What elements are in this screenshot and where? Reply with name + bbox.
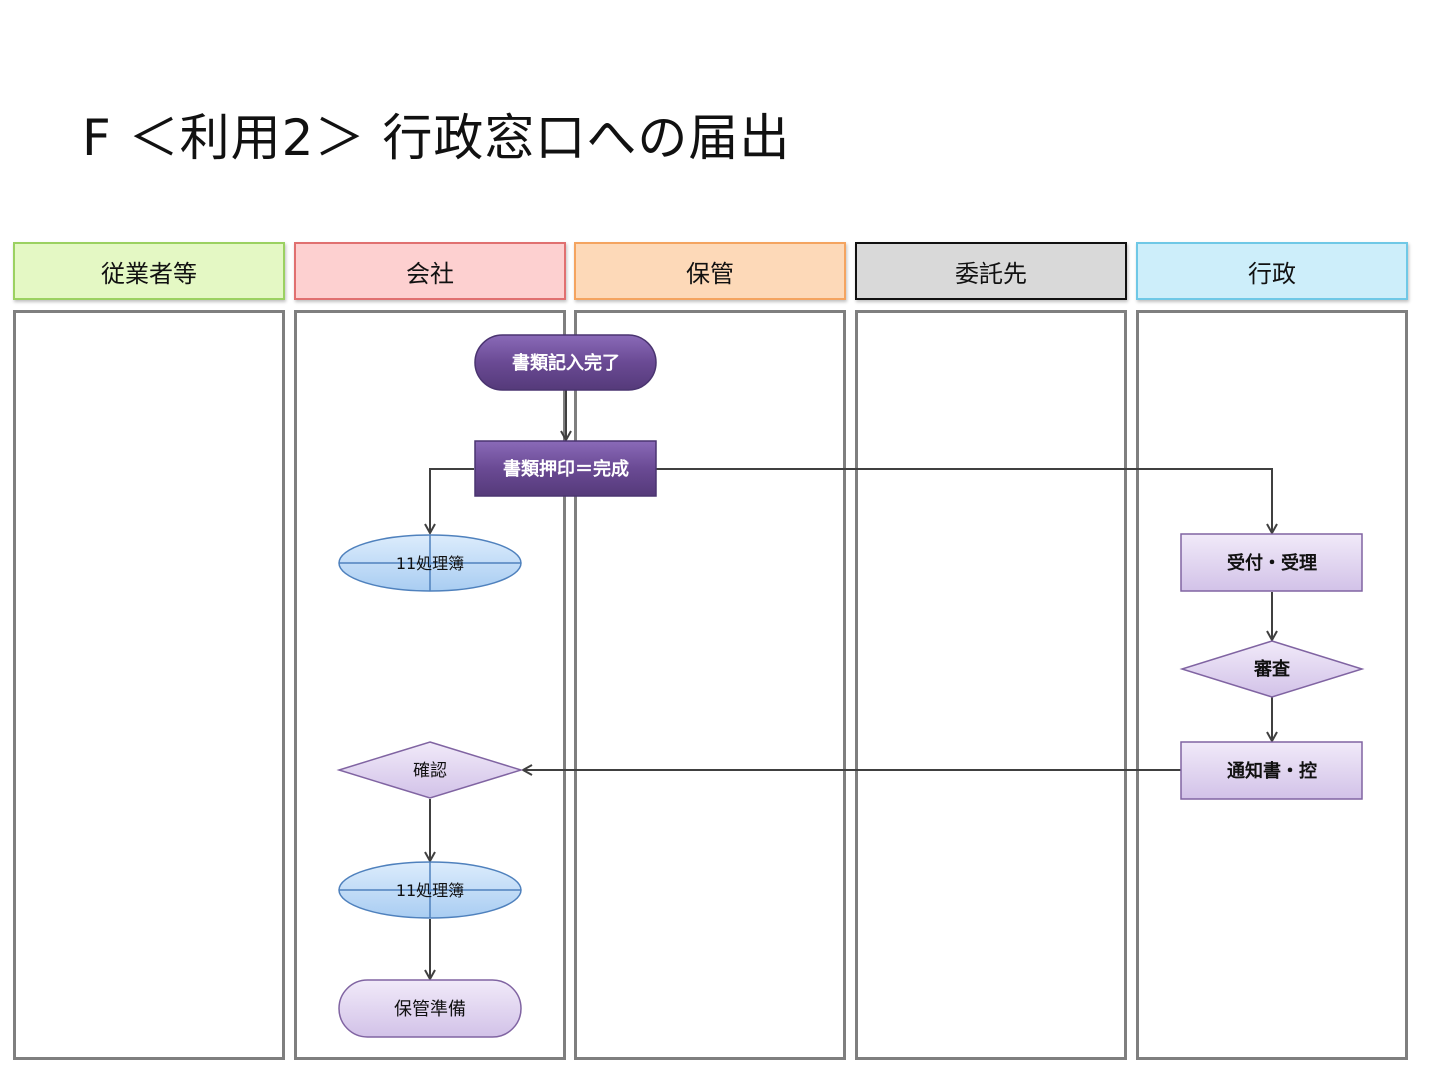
arrow-stamp-to-ledger1 — [430, 468, 474, 533]
node-start-label: 書類記入完了 — [512, 352, 620, 374]
lane-body-storage — [574, 310, 846, 1060]
lane-body-contractor — [855, 310, 1127, 1060]
lane-header-company: 会社 — [294, 242, 566, 300]
node-prepare-label: 保管準備 — [394, 999, 466, 1020]
lane-header-storage: 保管 — [574, 242, 846, 300]
node-ledger1-label: 11処理簿 — [396, 554, 464, 573]
node-prepare: 保管準備 — [338, 979, 522, 1038]
node-notice-label: 通知書・控 — [1227, 760, 1317, 782]
lane-header-contractor: 委託先 — [855, 242, 1127, 300]
node-confirm-label: 確認 — [413, 761, 447, 781]
arrow-stamp-to-receive — [656, 468, 1272, 533]
page-title: F ＜利用2＞ 行政窓口への届出 — [82, 109, 791, 167]
node-confirm: 確認 — [336, 741, 524, 799]
node-ledger2-label: 11処理簿 — [396, 881, 464, 900]
lane-header-employees: 従業者等 — [13, 242, 285, 300]
node-stamp-label: 書類押印＝完成 — [503, 458, 629, 480]
node-start: 書類記入完了 — [474, 334, 657, 391]
node-review-label: 審査 — [1253, 658, 1290, 680]
lane-body-employees — [13, 310, 285, 1060]
lane-header-government: 行政 — [1136, 242, 1408, 300]
node-stamp: 書類押印＝完成 — [474, 440, 657, 497]
node-notice: 通知書・控 — [1180, 741, 1363, 800]
node-review: 審査 — [1179, 640, 1365, 698]
node-ledger1: 11処理簿 — [338, 534, 522, 592]
node-receive: 受付・受理 — [1180, 533, 1363, 592]
node-ledger2: 11処理簿 — [338, 861, 522, 919]
node-receive-label: 受付・受理 — [1227, 552, 1317, 574]
